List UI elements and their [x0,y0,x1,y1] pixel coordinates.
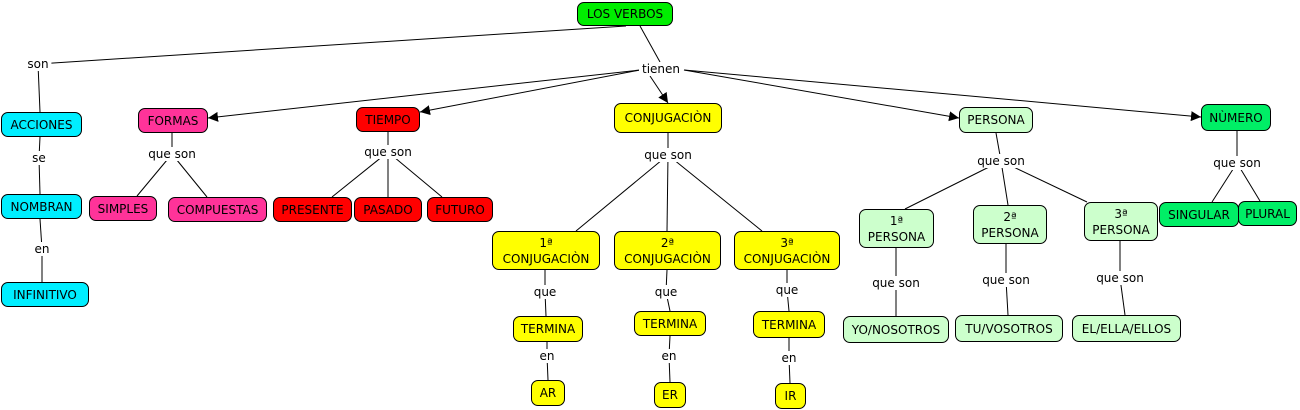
connector-line [904,160,1002,210]
node-tu-vosotros[interactable]: TU/VOSOTROS [955,315,1063,342]
link-que-2: que [651,285,681,299]
node-nombran[interactable]: NOMBRAN [1,194,82,219]
node-persona-1[interactable]: 1ª PERSONA [859,209,934,248]
link-que-son-tiempo: que son [361,145,415,159]
node-ar[interactable]: AR [531,380,565,406]
node-formas[interactable]: FORMAS [138,108,208,133]
node-tiempo[interactable]: TIEMPO [356,107,420,132]
node-persona[interactable]: PERSONA [959,107,1033,133]
node-conjugacion-2[interactable]: 2ª CONJUGACIÒN [614,231,721,270]
node-persona-3[interactable]: 3ª PERSONA [1084,202,1158,241]
node-futuro[interactable]: FUTURO [427,197,493,222]
node-er[interactable]: ER [654,382,686,408]
link-se: se [29,151,49,165]
link-que-son-persona-3: que son [1093,271,1147,285]
connector-line [649,75,669,104]
connector-line [419,69,641,116]
link-que-son-persona-2: que son [979,273,1033,287]
node-conjugacion-3[interactable]: 3ª CONJUGACIÒN [734,231,840,270]
node-los-verbos[interactable]: LOS VERBOS [577,2,673,26]
node-el-ella-ellos[interactable]: EL/ELLA/ELLOS [1072,315,1181,342]
connector-line [37,63,41,113]
link-en-3: en [778,351,800,365]
connector-line [639,25,661,63]
connector-line [37,25,627,65]
node-infinitivo[interactable]: INFINITIVO [1,282,89,307]
node-plural[interactable]: PLURAL [1238,201,1297,226]
node-compuestas[interactable]: COMPUESTAS [168,197,267,222]
connector-line [207,69,641,122]
node-presente[interactable]: PRESENTE [273,197,352,222]
node-persona-2[interactable]: 2ª PERSONA [973,205,1047,244]
node-singular[interactable]: SINGULAR [1159,202,1239,227]
node-simples[interactable]: SIMPLES [89,196,157,221]
node-acciones[interactable]: ACCIONES [1,112,82,137]
link-son: son [24,57,52,71]
link-que-son-conjugacion: que son [641,148,695,162]
node-pasado[interactable]: PASADO [354,197,422,222]
connector-line [331,151,389,198]
link-que-son-numero: que son [1210,156,1264,170]
connector-line [1000,160,1009,206]
connector-line [683,69,1202,122]
connector-line [387,151,443,198]
link-en-2: en [658,349,680,363]
node-termina-1[interactable]: TERMINA [513,316,583,342]
connector-line [667,154,763,232]
connector-line [171,153,208,198]
link-que-3: que [772,283,802,297]
link-en-infinitivo: en [31,242,53,256]
link-que-son-persona: que son [974,154,1028,168]
connector-line [683,69,960,122]
connector-line [575,154,669,232]
connector-line [136,153,173,197]
link-en-1: en [536,349,558,363]
node-termina-3[interactable]: TERMINA [753,311,825,338]
link-que-son-formas: que son [145,147,199,161]
link-que-son-persona-1: que son [869,276,923,290]
link-tienen: tienen [638,62,684,76]
node-ir[interactable]: IR [775,383,806,409]
connector-line [666,154,669,232]
node-conjugacion[interactable]: CONJUGACIÒN [614,103,722,133]
node-numero[interactable]: NÙMERO [1201,104,1271,131]
link-que-1: que [530,285,560,299]
node-conjugacion-1[interactable]: 1ª CONJUGACIÒN [492,231,600,270]
node-yo-nosotros[interactable]: YO/NOSOTROS [843,316,949,343]
node-termina-2[interactable]: TERMINA [634,311,706,336]
